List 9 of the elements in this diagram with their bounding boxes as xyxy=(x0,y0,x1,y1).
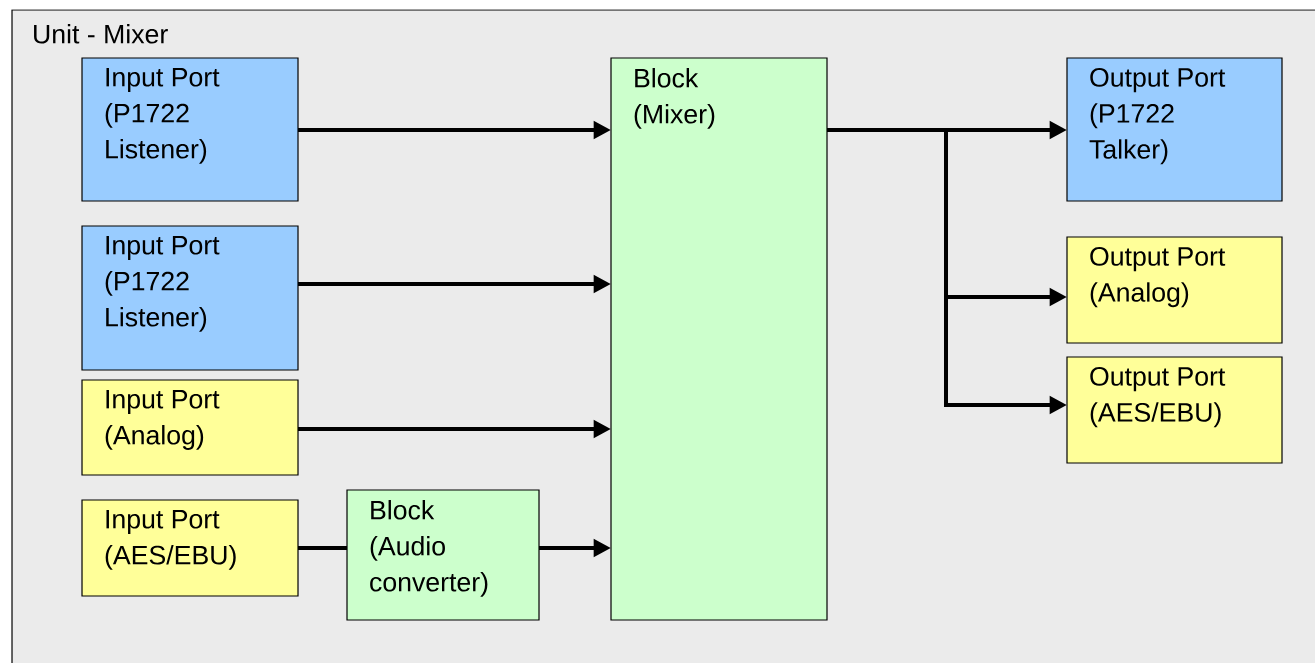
port-box: Input Port (AES/EBU) xyxy=(81,499,299,597)
port-box: Input Port (Analog) xyxy=(81,379,299,476)
block-box: Block (Audio converter) xyxy=(346,489,540,621)
port-box: Output Port (Analog) xyxy=(1066,236,1283,344)
port-box: Input Port (P1722 Listener) xyxy=(81,225,299,371)
port-box: Input Port (P1722 Listener) xyxy=(81,57,299,202)
port-box: Output Port (AES/EBU) xyxy=(1066,356,1283,464)
port-box: Output Port (P1722 Talker) xyxy=(1066,57,1283,202)
block-box: Block (Mixer) xyxy=(610,57,828,621)
